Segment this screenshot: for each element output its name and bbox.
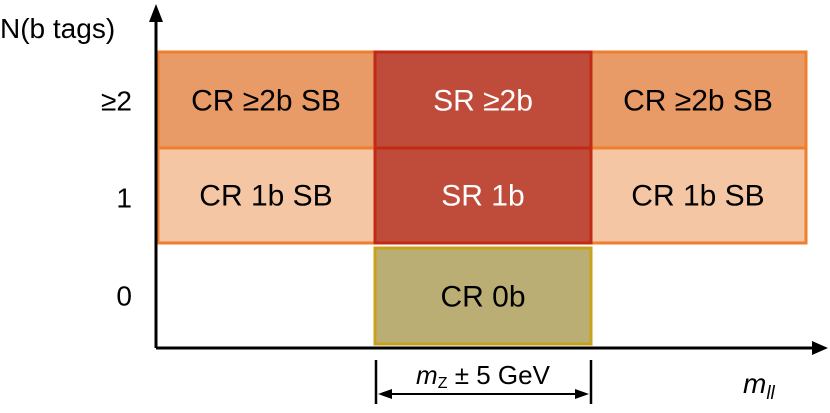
- cr-1b-left-box: [156, 146, 377, 245]
- sr-2b-label: SR ≥2b: [433, 85, 533, 118]
- x-axis-title: mll: [743, 368, 776, 404]
- cr-2b-left-label: CR ≥2b SB: [191, 85, 341, 118]
- cr-0b-label: CR 0b: [440, 281, 525, 314]
- z-window-label: mZ ± 5 GeV: [416, 360, 551, 392]
- z-window-m: m: [416, 360, 438, 390]
- window-left-arrow-icon: [378, 389, 392, 399]
- y-axis-title: N(b tags): [0, 13, 115, 44]
- cr-2b-right-box: [589, 50, 808, 150]
- window-right-arrow-icon: [575, 389, 589, 399]
- x-axis-arrow-icon: [812, 341, 828, 355]
- z-window-rest: ± 5 GeV: [448, 360, 551, 390]
- y-tick-1: 1: [116, 183, 132, 214]
- cr-1b-right-label: CR 1b SB: [631, 180, 764, 213]
- x-axis-title-main: m: [743, 368, 766, 399]
- sr-1b-label: SR 1b: [441, 180, 524, 213]
- z-window-sub: Z: [438, 375, 448, 392]
- y-tick-0: 0: [116, 281, 132, 312]
- cr-2b-left-box: [156, 50, 377, 150]
- cr-0b-box: [373, 246, 593, 346]
- y-tick-2plus: ≥2: [101, 86, 132, 117]
- cr-1b-right-box: [589, 146, 808, 245]
- sr-1b-box: [373, 146, 593, 245]
- cr-2b-right-label: CR ≥2b SB: [623, 85, 773, 118]
- y-axis-arrow-icon: [149, 4, 163, 22]
- x-axis-title-sub: ll: [766, 383, 775, 404]
- cr-1b-left-label: CR 1b SB: [199, 180, 332, 213]
